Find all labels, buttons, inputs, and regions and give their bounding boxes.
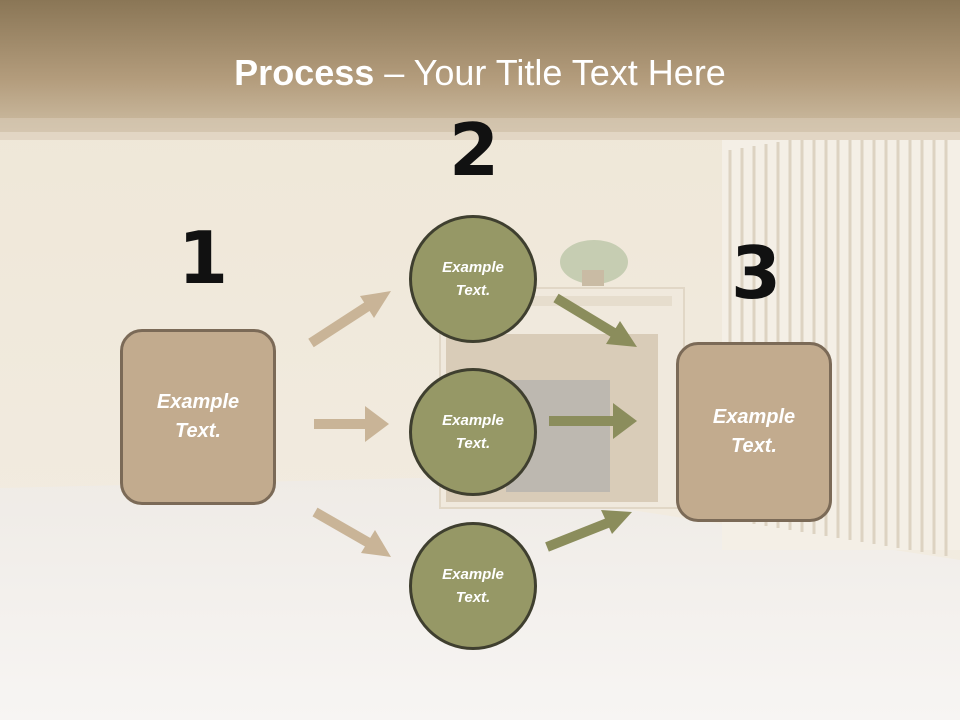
arrow-top-to-right — [553, 293, 637, 347]
title-bold: Process — [234, 52, 375, 93]
arrow-left-to-bottom — [312, 507, 391, 557]
step1-line1: Example — [156, 391, 240, 413]
circle-middle-line2: Text. — [455, 435, 491, 452]
arrow-left-to-top — [308, 291, 391, 348]
arrow-middle-to-right — [549, 403, 637, 439]
step1-line2: Text. — [175, 420, 221, 442]
step-number-1: 1 — [178, 216, 229, 300]
step2-circle-bottom: Example Text. — [409, 522, 537, 650]
arrow-left-to-middle — [314, 406, 389, 442]
title-rest: – Your Title Text Here — [374, 52, 726, 93]
step1-box: Example Text. — [120, 329, 276, 505]
step3-line1: Example — [712, 406, 796, 428]
step2-circle-top: Example Text. — [409, 215, 537, 343]
circle-bottom-line1: Example — [442, 566, 504, 583]
step3-line2: Text. — [731, 435, 777, 457]
slide-title: Process – Your Title Text Here — [0, 52, 960, 94]
step-number-2: 2 — [449, 108, 500, 192]
step-number-3: 3 — [731, 231, 782, 315]
circle-top-line2: Text. — [455, 282, 491, 299]
arrow-bottom-to-right — [545, 510, 632, 552]
step3-box: Example Text. — [676, 342, 832, 522]
step2-circle-middle: Example Text. — [409, 368, 537, 496]
circle-bottom-line2: Text. — [455, 589, 491, 606]
circle-middle-line1: Example — [442, 412, 504, 429]
circle-top-line1: Example — [442, 259, 504, 276]
